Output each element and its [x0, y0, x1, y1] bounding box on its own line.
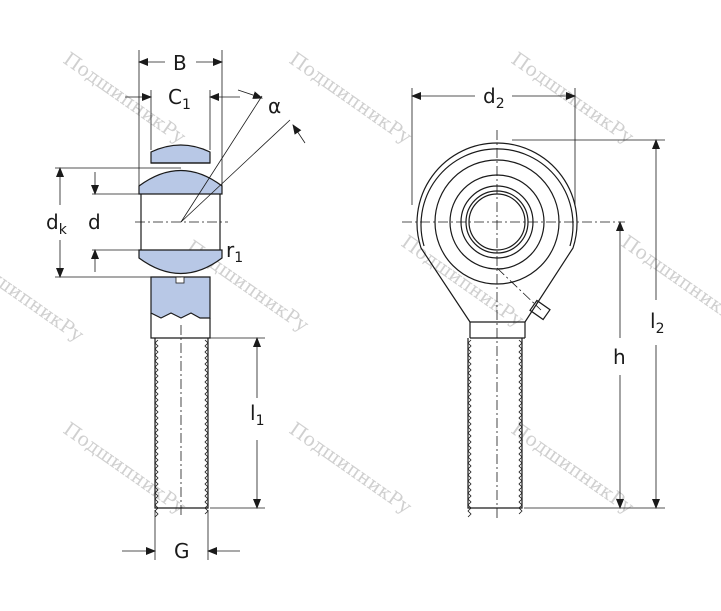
housing-top: [150, 144, 211, 164]
label-C1: C1: [168, 85, 191, 113]
label-r1: r1: [226, 238, 243, 266]
label-G: G: [174, 539, 190, 563]
label-l1: l1: [250, 401, 264, 429]
grease-nipple: [529, 299, 551, 321]
label-l2: l2: [650, 309, 664, 337]
label-B: B: [173, 51, 187, 75]
housing-bottom: [150, 276, 211, 319]
label-dk: dk: [46, 210, 68, 238]
side-view: [55, 50, 306, 560]
threaded-shank: [154, 338, 209, 509]
label-d2: d2: [483, 84, 505, 112]
watermark: ПодшипникРу: [617, 231, 721, 332]
watermark: ПодшипникРу: [285, 48, 415, 149]
watermarks: ПодшипникРу ПодшипникРу ПодшипникРу Подш…: [0, 48, 721, 519]
label-h: h: [613, 345, 626, 369]
rod-end-head: [416, 142, 578, 323]
watermark: ПодшипникРу: [285, 418, 415, 519]
watermark: ПодшипникРу: [0, 246, 88, 347]
dimension-labels: B C1 α dk d r1 l1 G d2 h l2: [46, 51, 664, 563]
watermark: ПодшипникРу: [507, 48, 637, 149]
watermark: ПодшипникРу: [507, 418, 637, 519]
watermark: ПодшипникРу: [397, 231, 527, 332]
label-alpha: α: [268, 94, 281, 118]
front-view: [402, 88, 665, 518]
watermark: ПодшипникРу: [59, 418, 189, 519]
inner-ring-top: [138, 169, 223, 195]
label-d: d: [88, 210, 101, 234]
inner-ring-bottom: [138, 249, 223, 275]
